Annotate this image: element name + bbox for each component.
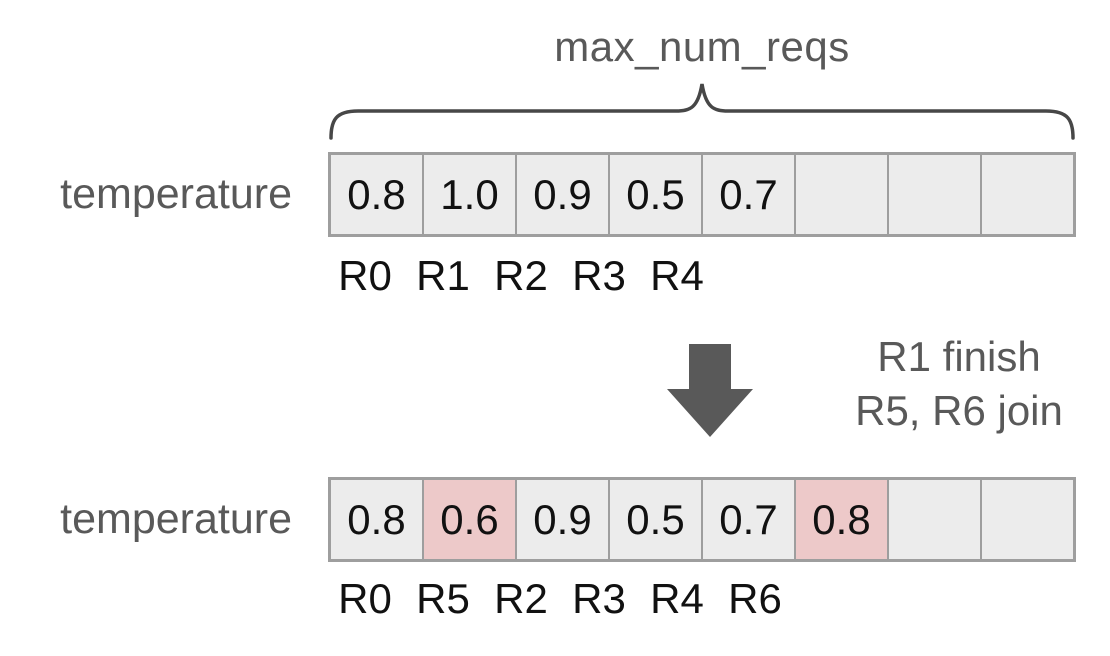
transition-note: R1 finish R5, R6 join (838, 330, 1080, 438)
request-label: R4 (650, 575, 704, 622)
transition-note-line1: R1 finish (877, 333, 1041, 380)
request-label: R2 (494, 575, 548, 622)
temperature-array-before: 0.8 1.0 0.9 0.5 0.7 (328, 152, 1076, 237)
temp-cell-empty (794, 155, 887, 234)
request-label: R4 (650, 252, 704, 299)
temp-cell: 0.7 (701, 480, 794, 559)
request-label: R5 (416, 575, 470, 622)
request-label: R0 (338, 252, 392, 299)
temp-cell: 0.8 (794, 480, 887, 559)
down-arrow-icon (667, 344, 753, 437)
request-label: R2 (494, 252, 548, 299)
request-label: R6 (728, 575, 782, 622)
temp-cell-empty (887, 480, 980, 559)
temperature-label-after: temperature (60, 495, 292, 543)
temperature-array-after: 0.8 0.6 0.9 0.5 0.7 0.8 (328, 477, 1076, 562)
temp-cell: 0.8 (331, 155, 422, 234)
temp-cell: 0.5 (608, 155, 701, 234)
temp-cell: 0.9 (515, 155, 608, 234)
request-labels-before: R0 R1 R2 R3 R4 (326, 252, 716, 300)
temp-cell: 0.7 (701, 155, 794, 234)
request-label: R3 (572, 252, 626, 299)
curly-brace-icon (329, 83, 1075, 140)
temp-cell: 0.5 (608, 480, 701, 559)
temperature-label-before: temperature (60, 170, 292, 218)
temp-cell-empty (887, 155, 980, 234)
request-label: R1 (416, 252, 470, 299)
temp-cell: 1.0 (422, 155, 515, 234)
temp-cell-empty (980, 480, 1073, 559)
request-label: R0 (338, 575, 392, 622)
temp-cell-empty (980, 155, 1073, 234)
max-num-reqs-label: max_num_reqs (554, 23, 850, 70)
temp-cell: 0.6 (422, 480, 515, 559)
temp-cell: 0.9 (515, 480, 608, 559)
request-label: R3 (572, 575, 626, 622)
request-labels-after: R0 R5 R2 R3 R4 R6 (326, 575, 794, 623)
temp-cell: 0.8 (331, 480, 422, 559)
transition-note-line2: R5, R6 join (855, 387, 1063, 434)
